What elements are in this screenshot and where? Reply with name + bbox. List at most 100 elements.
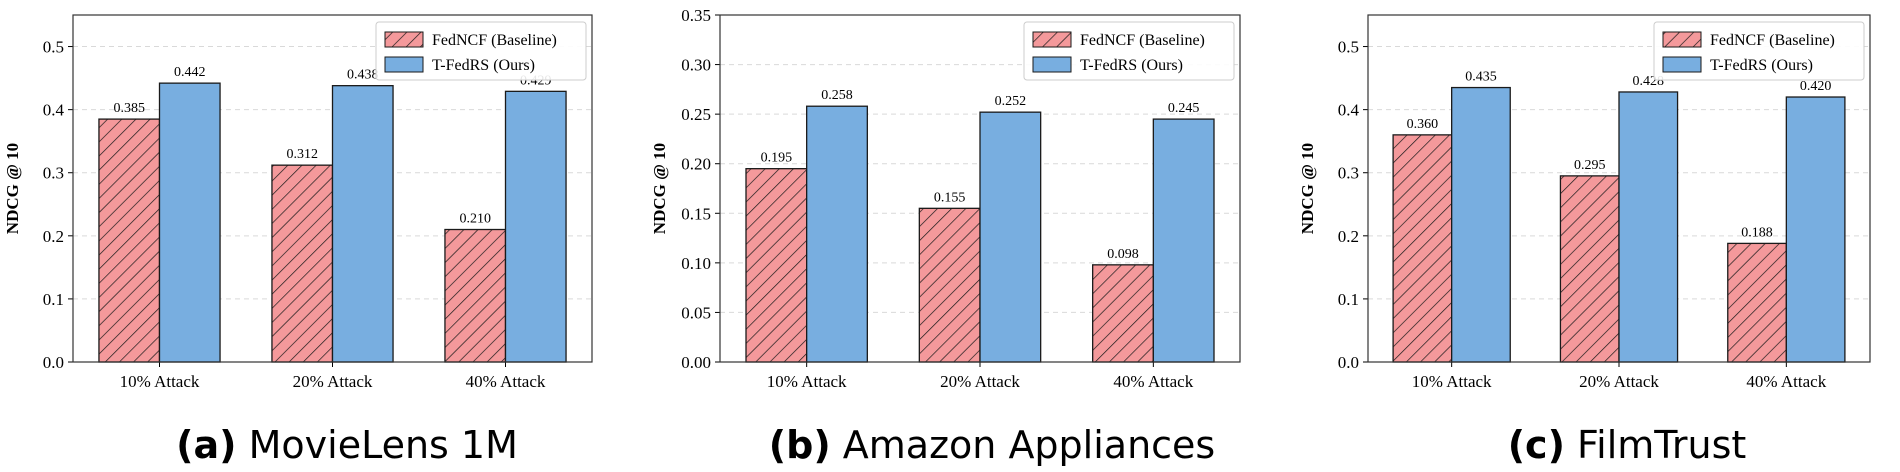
y-tick-label: 0.30 xyxy=(681,56,711,75)
y-tick-label: 0.4 xyxy=(1338,101,1360,120)
caption-text: FilmTrust xyxy=(1577,423,1746,467)
legend: FedNCF (Baseline) T-FedRS (Ours) xyxy=(1653,21,1865,81)
caption-space xyxy=(831,423,843,467)
legend-swatch xyxy=(1032,56,1072,73)
data-label: 0.435 xyxy=(1465,70,1497,85)
bar-ours xyxy=(979,111,1042,363)
y-tick-label: 0.25 xyxy=(681,105,711,124)
y-tick-label: 0.1 xyxy=(43,290,64,309)
bar-ours xyxy=(806,105,868,363)
legend: FedNCF (Baseline) T-FedRS (Ours) xyxy=(375,21,587,81)
y-tick-label: 0.10 xyxy=(681,254,711,273)
legend-label: T-FedRS (Ours) xyxy=(1080,57,1183,74)
legend: FedNCF (Baseline) T-FedRS (Ours) xyxy=(1023,21,1235,81)
y-tick-label: 0.5 xyxy=(1338,38,1359,57)
y-tick-label: 0.5 xyxy=(43,38,64,57)
plot-frame xyxy=(72,14,593,363)
y-tick-label: 0.3 xyxy=(1338,164,1359,183)
legend-label: T-FedRS (Ours) xyxy=(1710,57,1813,74)
y-tick-label: 0.05 xyxy=(681,303,711,322)
legend-box xyxy=(375,21,587,81)
y-tick-label: 0.3 xyxy=(43,164,64,183)
legend-swatch xyxy=(1662,56,1702,73)
caption-text: MovieLens 1M xyxy=(249,423,518,467)
bar-baseline xyxy=(1559,175,1620,363)
bar-ours xyxy=(1618,91,1679,363)
y-tick-label: 0.0 xyxy=(1338,353,1359,372)
data-label: 0.195 xyxy=(761,151,793,166)
caption-tag: (b) xyxy=(769,423,831,467)
legend-box xyxy=(1023,21,1235,81)
legend-label: FedNCF (Baseline) xyxy=(1710,32,1835,49)
plot-frame xyxy=(719,14,1241,363)
data-label: 0.258 xyxy=(821,88,853,103)
x-tick-label: 10% Attack xyxy=(1412,372,1492,391)
bar-baseline xyxy=(1727,242,1787,363)
y-tick-label: 0.15 xyxy=(681,204,711,223)
bar-baseline xyxy=(918,207,981,363)
data-label: 0.312 xyxy=(286,147,318,162)
data-label: 0.442 xyxy=(174,65,206,80)
data-label: 0.252 xyxy=(995,94,1027,109)
caption-space xyxy=(237,423,249,467)
y-tick-label: 0.20 xyxy=(681,155,711,174)
y-tick-label: 0.0 xyxy=(43,353,64,372)
bar-ours xyxy=(1451,86,1511,363)
x-tick-label: 10% Attack xyxy=(120,372,200,391)
bar-ours xyxy=(1152,118,1215,363)
data-label: 0.098 xyxy=(1107,247,1139,262)
data-label: 0.245 xyxy=(1168,101,1200,116)
data-label: 0.210 xyxy=(459,212,491,227)
data-label: 0.295 xyxy=(1574,158,1606,173)
legend-swatch xyxy=(1662,31,1702,48)
data-label: 0.385 xyxy=(113,101,145,116)
y-axis-label: NDCG @ 10 xyxy=(3,143,22,234)
caption-tag: (a) xyxy=(176,423,236,467)
panel-caption: (a) MovieLens 1M xyxy=(176,423,518,467)
x-tick-label: 20% Attack xyxy=(940,372,1020,391)
bar-baseline xyxy=(444,228,507,363)
x-tick-label: 40% Attack xyxy=(466,372,546,391)
bar-ours xyxy=(504,90,567,363)
legend-label: T-FedRS (Ours) xyxy=(432,57,535,74)
x-tick-label: 10% Attack xyxy=(767,372,847,391)
y-tick-label: 0.2 xyxy=(1338,227,1359,246)
legend-swatch xyxy=(384,56,424,73)
bar-ours xyxy=(331,85,394,363)
x-tick-label: 40% Attack xyxy=(1746,372,1826,391)
legend-box xyxy=(1653,21,1865,81)
y-tick-label: 0.00 xyxy=(681,353,711,372)
y-tick-label: 0.4 xyxy=(43,101,65,120)
y-tick-label: 0.2 xyxy=(43,227,64,246)
x-tick-label: 40% Attack xyxy=(1113,372,1193,391)
bar-ours xyxy=(158,82,221,363)
y-axis-label: NDCG @ 10 xyxy=(1298,143,1317,234)
data-label: 0.155 xyxy=(934,190,966,205)
y-axis-label: NDCG @ 10 xyxy=(650,143,669,234)
bar-baseline xyxy=(98,118,161,363)
x-tick-label: 20% Attack xyxy=(1579,372,1659,391)
legend-label: FedNCF (Baseline) xyxy=(432,32,557,49)
caption-space xyxy=(1565,423,1577,467)
bar-baseline xyxy=(1092,264,1154,363)
x-tick-label: 20% Attack xyxy=(293,372,373,391)
legend-swatch xyxy=(1032,31,1072,48)
data-label: 0.420 xyxy=(1800,79,1832,94)
bar-baseline xyxy=(1392,134,1453,363)
caption-text: Amazon Appliances xyxy=(843,423,1215,467)
caption-tag: (c) xyxy=(1508,423,1565,467)
plot-frame xyxy=(1367,14,1871,363)
bar-ours xyxy=(1785,96,1846,363)
bar-baseline xyxy=(745,168,808,363)
panel-caption: (b) Amazon Appliances xyxy=(769,423,1215,467)
panel-caption: (c) FilmTrust xyxy=(1508,423,1747,467)
legend-label: FedNCF (Baseline) xyxy=(1080,32,1205,49)
legend-swatch xyxy=(384,31,424,48)
data-label: 0.438 xyxy=(347,68,379,83)
data-label: 0.188 xyxy=(1741,225,1773,240)
bar-baseline xyxy=(271,164,334,363)
